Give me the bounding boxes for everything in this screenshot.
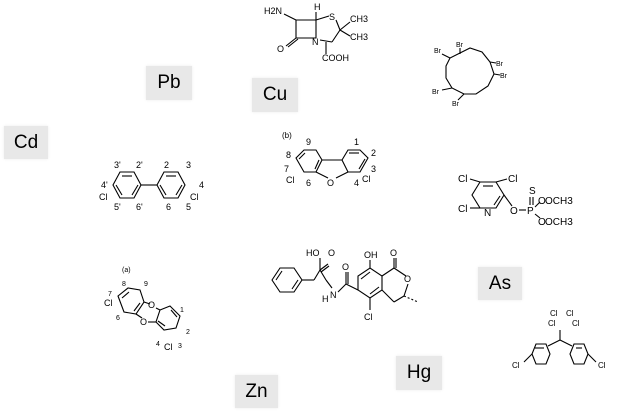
penicillin-cooh-label: COOH bbox=[322, 53, 349, 63]
pcb-pos-3prime: 3' bbox=[114, 160, 121, 170]
hbcd-br-1: Br bbox=[456, 42, 464, 49]
pcb-pos-6: 6 bbox=[166, 202, 171, 212]
pcdd-pos-1: 1 bbox=[180, 307, 184, 314]
pcdd-pos-6: 6 bbox=[116, 315, 120, 322]
ddt-cl-top-1: Cl bbox=[550, 309, 558, 318]
pcdd-pos-7: 7 bbox=[108, 291, 112, 298]
hbcd-br-2: Br bbox=[434, 48, 442, 55]
chlorpyrifos-o-2: O bbox=[538, 196, 546, 207]
penicillin-h-label: H bbox=[314, 2, 321, 12]
pcb-pos-2prime: 2' bbox=[136, 160, 143, 170]
ddt-cl-top-4: Cl bbox=[548, 319, 556, 328]
chlorpyrifos-cl-1: Cl bbox=[458, 174, 467, 185]
hbcd-br-3: Br bbox=[496, 61, 504, 68]
chlorpyrifos-och3-2: OCH3 bbox=[545, 217, 573, 228]
pcdf-pos-2: 2 bbox=[371, 148, 376, 158]
ochratoxin-n-label: N bbox=[330, 290, 337, 300]
pcb-cl-left: Cl bbox=[99, 192, 108, 202]
ddt-cl-left: Cl bbox=[512, 361, 520, 370]
pcb-cl-right: Cl bbox=[190, 192, 199, 202]
pcdf-cl-left: Cl bbox=[286, 175, 295, 185]
ochratoxin-ho-label: HO bbox=[306, 248, 320, 258]
ochratoxin-nh-h: H bbox=[322, 294, 329, 304]
metal-label-as: As bbox=[478, 267, 522, 300]
chlorpyrifos-cl-3: Cl bbox=[458, 204, 467, 215]
pcb-pos-6prime: 6' bbox=[136, 202, 143, 212]
pcdf-pos-1: 1 bbox=[354, 137, 359, 147]
pcdd-o-1: O bbox=[148, 300, 155, 310]
chlorpyrifos-o-3: O bbox=[538, 217, 546, 228]
hbcd-br-4: Br bbox=[500, 73, 508, 80]
metal-label-cu: Cu bbox=[252, 78, 298, 112]
metal-label-hg: Hg bbox=[396, 356, 442, 390]
penicillin-amine-label: H2N bbox=[264, 6, 282, 16]
pcdf-pos-6: 6 bbox=[306, 178, 311, 188]
metal-label-pb: Pb bbox=[146, 66, 192, 100]
pcdf-pos-7: 7 bbox=[284, 164, 289, 174]
chlorpyrifos-och3-1: OCH3 bbox=[545, 196, 573, 207]
ochratoxin-o-2: O bbox=[342, 262, 349, 272]
ochratoxin-o-1: O bbox=[328, 248, 335, 258]
pcb-pos-2: 2 bbox=[164, 160, 169, 170]
penicillin-ch3-top: CH3 bbox=[350, 14, 368, 24]
penicillin-n-label: N bbox=[312, 37, 319, 47]
pcdd-pos-9: 9 bbox=[144, 281, 148, 288]
pcdf-pos-4: 4 bbox=[354, 178, 359, 188]
penicillin-structure: H2N H O N S CH3 CH3 COOH bbox=[264, 2, 368, 63]
ddt-cl-top-2: Cl bbox=[566, 309, 574, 318]
pcdf-pos-9: 9 bbox=[306, 137, 311, 147]
ochratoxin-structure: HO O H N O OH O O Cl bbox=[271, 248, 419, 322]
ochratoxin-cl-label: Cl bbox=[364, 312, 373, 322]
pcdf-pos-3: 3 bbox=[371, 164, 376, 174]
pcdf-cl-right: Cl bbox=[362, 174, 371, 184]
chlorpyrifos-p-label: P bbox=[527, 206, 534, 217]
metal-label-zn: Zn bbox=[235, 375, 278, 408]
ochratoxin-o-4: O bbox=[404, 274, 411, 284]
hbcd-br-6: Br bbox=[452, 101, 460, 108]
ochratoxin-o-3: O bbox=[390, 248, 397, 258]
pcb-structure: 3' 2' 4' Cl 5' 6' 2 3 4 Cl 6 5 bbox=[99, 160, 204, 212]
chlorpyrifos-o-1: O bbox=[510, 206, 518, 217]
pcdd-label: (a) bbox=[122, 267, 131, 274]
pcdf-o-label: O bbox=[327, 178, 334, 188]
pcdd-cl-1: Cl bbox=[104, 298, 113, 308]
ddt-structure: Cl Cl Cl Cl Cl Cl bbox=[512, 309, 606, 370]
pcdd-pos-8: 8 bbox=[122, 281, 126, 288]
pcdd-cl-2: Cl bbox=[164, 342, 173, 352]
pcb-pos-4prime: 4' bbox=[101, 180, 108, 190]
penicillin-o-label: O bbox=[277, 44, 284, 54]
ddt-cl-top-3: Cl bbox=[572, 319, 580, 328]
pcdd-structure: (a) O O 8 9 7 Cl 6 1 2 4 Cl 3 bbox=[104, 267, 190, 352]
pcdf-pos-8: 8 bbox=[286, 150, 291, 160]
pcb-pos-4: 4 bbox=[199, 180, 204, 190]
pcdd-o-2: O bbox=[140, 317, 147, 327]
pcdf-structure: (b) O 9 1 8 2 7 3 Cl 6 4 Cl bbox=[282, 131, 376, 188]
hbcd-br-5: Br bbox=[432, 89, 440, 96]
pcdd-pos-2: 2 bbox=[186, 329, 190, 336]
chlorpyrifos-structure: Cl Cl Cl N O P S O OCH3 O OCH3 bbox=[458, 174, 573, 228]
pcdd-pos-4: 4 bbox=[156, 341, 160, 348]
ochratoxin-oh-label: OH bbox=[364, 250, 378, 260]
penicillin-s-label: S bbox=[329, 12, 335, 22]
pcb-pos-5prime: 5' bbox=[114, 202, 121, 212]
pcdd-pos-3: 3 bbox=[178, 343, 182, 350]
chlorpyrifos-s-label: S bbox=[529, 186, 536, 197]
penicillin-ch3-bottom: CH3 bbox=[350, 32, 368, 42]
pcb-pos-3: 3 bbox=[186, 160, 191, 170]
chlorpyrifos-cl-2: Cl bbox=[508, 174, 517, 185]
hbcd-structure: Br Br Br Br Br Br bbox=[432, 42, 508, 108]
ddt-cl-right: Cl bbox=[598, 361, 606, 370]
chlorpyrifos-n-label: N bbox=[484, 208, 491, 219]
metal-label-cd: Cd bbox=[4, 126, 48, 159]
pcdf-label: (b) bbox=[282, 131, 292, 140]
pcb-pos-5: 5 bbox=[186, 202, 191, 212]
